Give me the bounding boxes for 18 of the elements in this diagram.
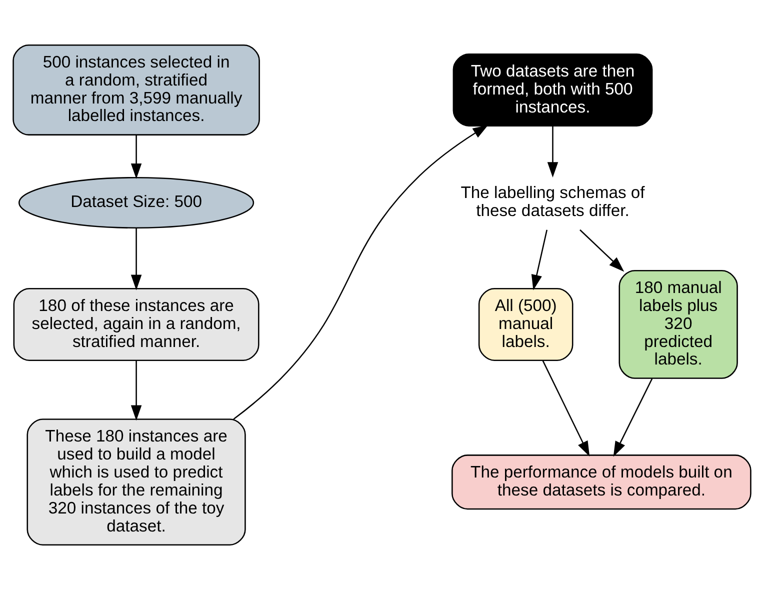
node-text: The labelling schemas of these datasets differ. bbox=[460, 182, 645, 220]
node-box: These 180 instances are used to build a model which is used to predict labels for the remaining 320 instances of the toy dataset. bbox=[26, 418, 246, 546]
node-box: 180 of these instances are selected, again in a random, stratified manner. bbox=[13, 287, 260, 360]
arrow bbox=[130, 134, 142, 178]
arrow bbox=[531, 229, 548, 290]
arrow bbox=[130, 360, 142, 420]
node-box: All (500) manual labels. bbox=[478, 287, 574, 360]
node-box: 180 manual labels plus 320 predicted labels. bbox=[618, 270, 738, 378]
arrow bbox=[542, 360, 590, 456]
node-ellipse: Dataset Size: 500 bbox=[18, 176, 254, 228]
node-box: The performance of models built on these datasets is compared. bbox=[452, 454, 752, 510]
node-box: Two datasets are then formed, both with 500 instances. bbox=[452, 52, 653, 126]
arrow bbox=[580, 228, 624, 272]
arrow bbox=[130, 228, 142, 290]
arrow bbox=[613, 378, 653, 456]
arrow bbox=[233, 124, 488, 420]
arrow bbox=[547, 126, 558, 177]
node-box: 500 instances selected in a random, stratified manner from 3,599 manually labelled instances. bbox=[12, 44, 260, 135]
